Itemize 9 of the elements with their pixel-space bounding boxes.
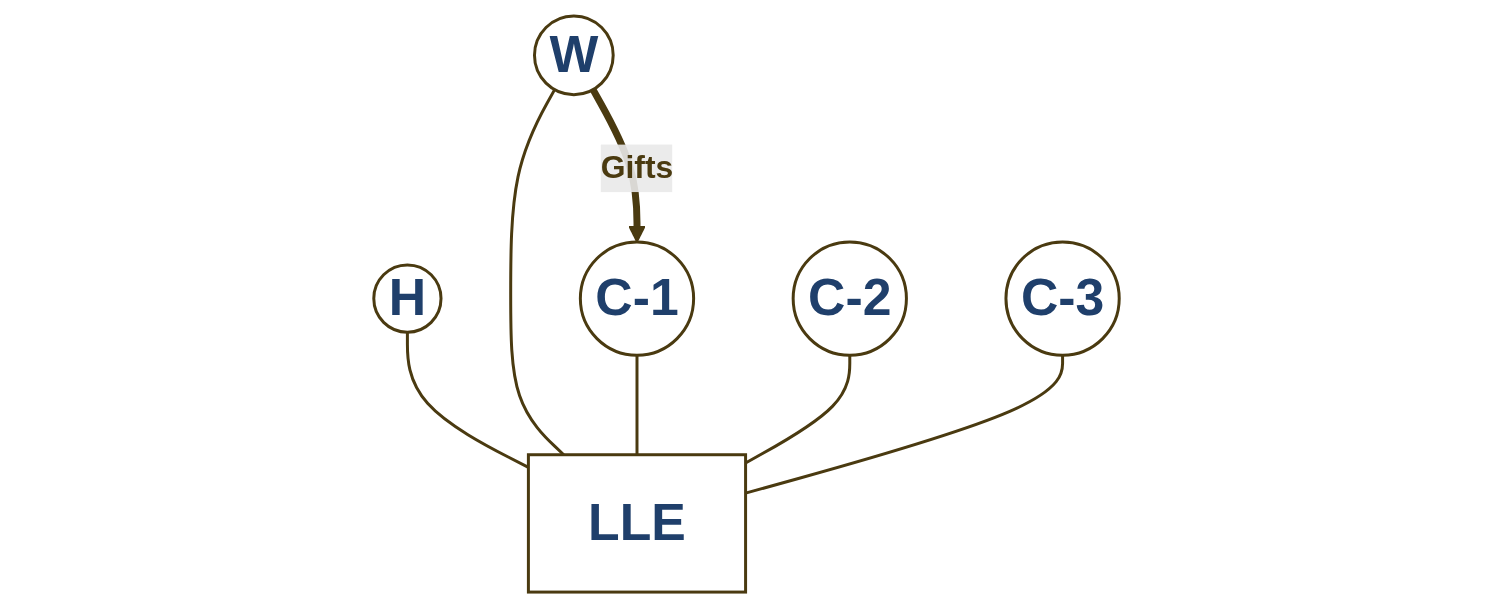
node-circle: C-3	[1004, 240, 1121, 357]
node-circle: H	[372, 263, 443, 334]
connector	[635, 355, 639, 455]
node-circle: C-2	[791, 240, 908, 357]
node-box: LLE	[526, 453, 748, 594]
node-circle: W	[533, 14, 615, 97]
connector	[745, 355, 1065, 495]
node-circle: C-1	[578, 240, 696, 357]
edge-label: Gifts	[600, 150, 674, 185]
